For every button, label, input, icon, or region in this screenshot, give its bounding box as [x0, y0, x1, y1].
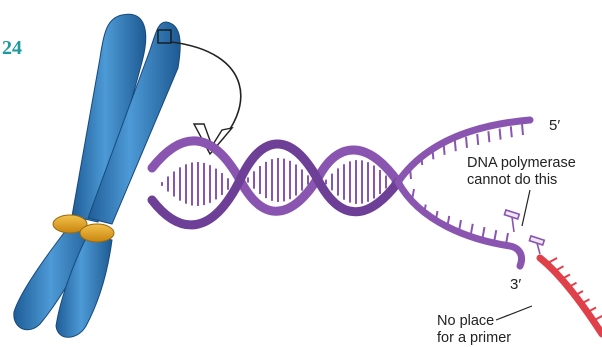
dna-double-helix: [152, 120, 530, 266]
rna-primer-strand: [540, 258, 602, 334]
centromere-right: [80, 224, 114, 242]
label-polymerase-line2: cannot do this: [467, 172, 557, 188]
upper-strand-base: [421, 154, 422, 165]
upper-strand-base: [511, 126, 512, 137]
upper-strand-base: [455, 140, 456, 151]
lower-strand-base: [494, 230, 496, 241]
chromosome: [14, 14, 180, 337]
base-pair-rungs: [162, 158, 392, 206]
upper-strand-base: [432, 148, 433, 159]
polymerase-leader-line: [522, 190, 530, 226]
primer-leader-line: [496, 306, 532, 320]
lower-strand-base: [483, 227, 485, 238]
label-primer-line1: No place: [437, 313, 494, 329]
label-primer-line2: for a primer: [437, 330, 511, 346]
label-polymerase-line1: DNA polymerase: [467, 155, 576, 171]
upper-strand-base: [477, 134, 478, 145]
label-five-prime: 5′: [549, 117, 560, 134]
lower-strand-base: [471, 224, 473, 235]
upper-strand-base: [444, 144, 445, 155]
figure-number: 24: [2, 37, 22, 59]
label-three-prime: 3′: [510, 276, 521, 293]
upper-strand-base: [500, 129, 501, 140]
upper-strand-base: [466, 137, 467, 148]
upper-strand-base: [410, 168, 411, 179]
upper-strand-base: [522, 124, 523, 135]
upper-strand-base: [488, 131, 489, 142]
